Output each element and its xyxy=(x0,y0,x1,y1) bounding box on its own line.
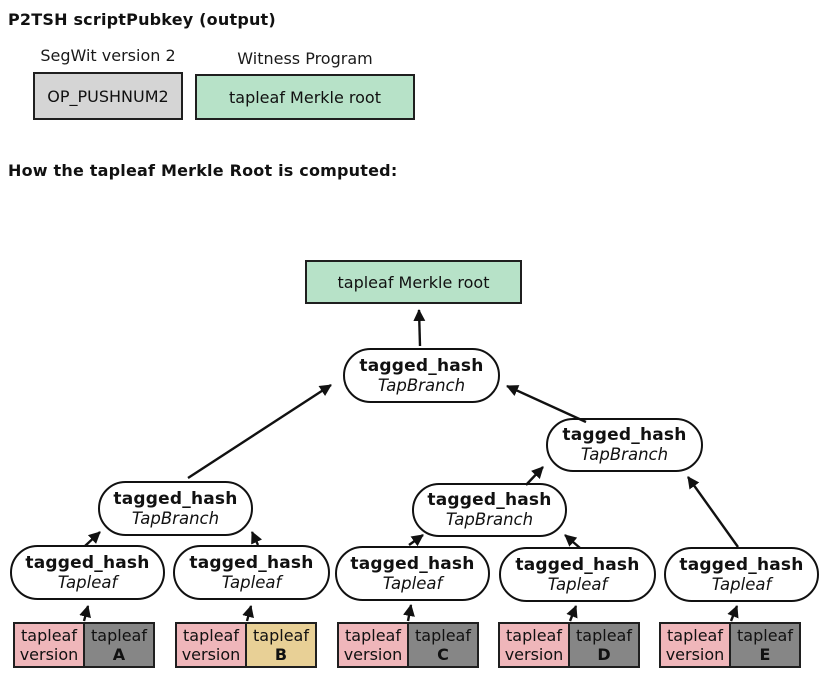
witness-program-label: Witness Program xyxy=(237,49,373,68)
node-title: tagged_hash xyxy=(515,554,640,575)
leaf-node-a: tagged_hash Tapleaf xyxy=(10,545,165,600)
arrow-leaf-c-to-mid xyxy=(408,534,424,547)
node-subtitle: TapBranch xyxy=(377,375,466,395)
node-subtitle: TapBranch xyxy=(131,508,220,528)
tapleaf-version-box: tapleaf version xyxy=(175,622,247,668)
tapleaf-letter: B xyxy=(274,645,288,664)
tapleaf-letter-box: tapleaf E xyxy=(729,622,801,668)
node-title: tagged_hash xyxy=(427,490,552,511)
leaf-node-b: tagged_hash Tapleaf xyxy=(173,545,330,600)
tapleaf-word: tapleaf xyxy=(737,625,793,645)
node-subtitle: Tapleaf xyxy=(547,574,608,594)
tapleaf-word: tapleaf xyxy=(415,625,471,645)
leaf-node-d: tagged_hash Tapleaf xyxy=(499,547,656,602)
input-pair-d: tapleaf version tapleaf D xyxy=(498,622,640,668)
tapleaf-version-box: tapleaf version xyxy=(659,622,731,668)
tapleaf-letter-box: tapleaf D xyxy=(568,622,640,668)
arrow-input-d xyxy=(566,605,578,622)
node-title: tagged_hash xyxy=(189,552,314,573)
node-title: tagged_hash xyxy=(562,425,687,446)
page-title: P2TSH scriptPubkey (output) xyxy=(8,10,276,29)
segwit-version-label: SegWit version 2 xyxy=(40,46,176,65)
arrow-root-to-merkle xyxy=(413,309,426,347)
input-pair-c: tapleaf version tapleaf C xyxy=(337,622,479,668)
input-pair-b: tapleaf version tapleaf B xyxy=(175,622,317,668)
input-pair-e: tapleaf version tapleaf E xyxy=(659,622,801,668)
node-subtitle: Tapleaf xyxy=(711,574,772,594)
node-title: tagged_hash xyxy=(25,552,150,573)
node-title: tagged_hash xyxy=(113,488,238,509)
node-title: tagged_hash xyxy=(679,554,804,575)
tapleaf-letter-box: tapleaf C xyxy=(407,622,479,668)
tapleaf-version-box: tapleaf version xyxy=(498,622,570,668)
node-subtitle: TapBranch xyxy=(445,510,534,530)
leaf-node-e: tagged_hash Tapleaf xyxy=(664,547,819,602)
arrow-left-to-root xyxy=(187,383,332,480)
tapleaf-letter: C xyxy=(437,645,449,664)
node-subtitle: Tapleaf xyxy=(221,572,282,592)
branch-node-left: tagged_hash TapBranch xyxy=(98,481,253,536)
arrow-input-e xyxy=(727,605,739,622)
segwit-version-box: OP_PUSHNUM2 xyxy=(33,72,183,120)
tapleaf-letter-box: tapleaf B xyxy=(245,622,317,668)
branch-node-mid: tagged_hash TapBranch xyxy=(412,483,567,537)
tapleaf-letter-box: tapleaf A xyxy=(83,622,155,668)
arrow-input-b xyxy=(242,605,254,622)
section-heading: How the tapleaf Merkle Root is computed: xyxy=(8,161,398,180)
arrow-right-to-root xyxy=(506,384,587,424)
input-pair-a: tapleaf version tapleaf A xyxy=(13,622,155,668)
arrow-input-a xyxy=(79,605,91,622)
arrow-leaf-e-to-right xyxy=(687,476,739,548)
node-subtitle: Tapleaf xyxy=(382,573,443,593)
node-title: tagged_hash xyxy=(359,355,484,376)
merkle-root-box: tapleaf Merkle root xyxy=(305,260,522,304)
tapleaf-letter: E xyxy=(759,645,771,664)
tapleaf-word: tapleaf xyxy=(253,625,309,645)
node-subtitle: Tapleaf xyxy=(57,572,118,592)
branch-node-root: tagged_hash TapBranch xyxy=(343,348,500,403)
arrow-leaf-b-to-left xyxy=(250,531,263,546)
node-subtitle: TapBranch xyxy=(580,445,669,465)
node-title: tagged_hash xyxy=(350,553,475,574)
tapleaf-word: tapleaf xyxy=(576,625,632,645)
arrow-leaf-a-to-left xyxy=(84,531,101,547)
tapleaf-letter: A xyxy=(112,645,126,664)
witness-program-box: tapleaf Merkle root xyxy=(195,74,415,120)
tapleaf-word: tapleaf xyxy=(91,625,147,645)
arrow-input-c xyxy=(403,604,415,622)
tapleaf-version-box: tapleaf version xyxy=(337,622,409,668)
branch-node-right: tagged_hash TapBranch xyxy=(546,418,703,472)
tapleaf-version-box: tapleaf version xyxy=(13,622,85,668)
tapleaf-letter: D xyxy=(597,645,611,664)
leaf-node-c: tagged_hash Tapleaf xyxy=(335,546,490,601)
